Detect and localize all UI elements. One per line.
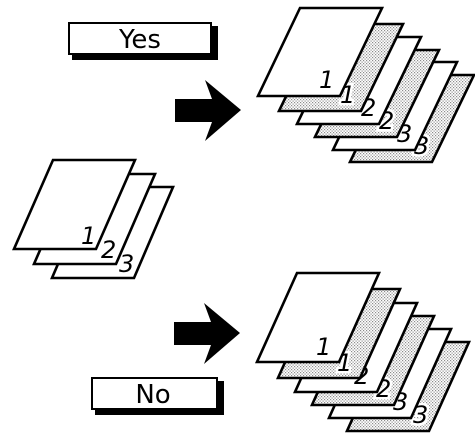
original-stack: 3 3 2 2 1 1 — [14, 160, 173, 278]
no-page-number: 1 — [316, 333, 331, 361]
no-button[interactable]: No — [92, 378, 224, 415]
arrow-right-icon — [175, 80, 241, 141]
result-stack-no: 3 3 3 3 2 2 2 2 1 1 1 1 — [257, 273, 469, 431]
arrow-right-icon — [174, 303, 240, 364]
yes-page-number: 1 — [319, 66, 334, 94]
no-button-label: No — [135, 380, 170, 410]
original-page-1-number: 1 — [81, 222, 96, 250]
original-page-2-number: 2 — [101, 236, 116, 264]
yes-button[interactable]: Yes — [69, 23, 218, 60]
result-stack-yes: 3 3 3 3 2 2 2 2 1 1 1 1 — [258, 8, 474, 162]
yes-button-label: Yes — [118, 25, 161, 55]
